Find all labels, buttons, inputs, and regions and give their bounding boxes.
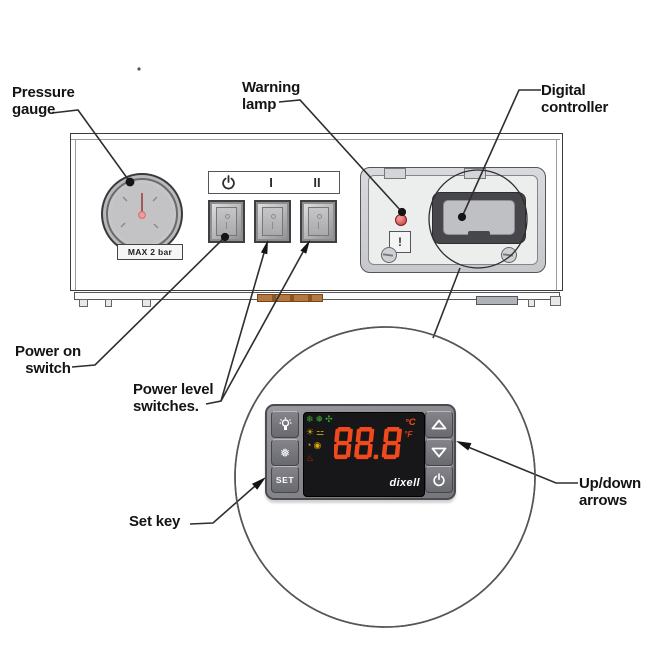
clock-icon: ◔ [306, 440, 312, 450]
defrost-icon: ☀ [306, 427, 315, 437]
panel-foot [528, 299, 535, 307]
panel-foot [105, 299, 112, 307]
up-down-leader [467, 446, 578, 484]
frost-snowflake-icon: ❅ [315, 414, 324, 424]
controller-power-button[interactable] [425, 466, 453, 493]
light-button[interactable] [271, 411, 299, 438]
power-symbol [217, 172, 239, 193]
power-level-1-switch[interactable] [254, 200, 291, 243]
pressure-gauge [101, 173, 183, 255]
up-arrow-icon [431, 419, 447, 430]
level-2-symbol: II [313, 175, 321, 190]
compressor-snowflake-icon: ❄ [306, 414, 314, 424]
warning-symbol-box: ! [389, 231, 411, 253]
level-1-symbol: I [269, 175, 273, 190]
bottom-fitting [476, 296, 518, 305]
panel-foot [79, 299, 88, 307]
power-icon [221, 175, 235, 190]
up-arrow-button[interactable] [425, 411, 453, 438]
panel-right-inner-edge [556, 140, 557, 290]
power-on-switch[interactable] [208, 200, 245, 243]
module-screw [381, 247, 397, 263]
set-key-leader [189, 485, 256, 525]
defrost-snowflake-icon: ❅ [279, 445, 291, 460]
switch-rocker[interactable] [216, 207, 237, 236]
bottom-connector [257, 294, 323, 302]
energy-saving-icon: ⚍ [316, 427, 325, 437]
panel-left-inner-edge [75, 140, 76, 290]
power-level-2-switch[interactable] [300, 200, 337, 243]
module-hinge [384, 168, 406, 179]
set-key-label: Set key [129, 513, 181, 530]
seven-segment-display [334, 427, 402, 460]
dixell-logo: dixell [389, 477, 420, 489]
down-arrow-icon [431, 447, 447, 458]
set-button-label: SET [275, 474, 295, 485]
switch-rocker[interactable] [308, 207, 329, 236]
arrowhead-up-down [456, 441, 472, 451]
switch-rocker[interactable] [262, 207, 283, 236]
gauge-needle-graphic [120, 193, 159, 229]
warning-lamp [395, 214, 407, 226]
digital-controller-notch [468, 231, 490, 240]
power-icon [433, 472, 445, 486]
set-button[interactable]: SET [271, 466, 299, 493]
switch-symbol-strip: I II [208, 171, 340, 194]
module-screw [501, 247, 517, 263]
down-arrow-button[interactable] [425, 439, 453, 466]
celsius-unit: °C [405, 417, 416, 428]
module-hinge [464, 168, 486, 179]
panel-foot [142, 299, 151, 307]
heat-icon: ♨ [306, 453, 315, 463]
arrowhead-set-key [252, 477, 266, 490]
defrost-button[interactable]: ❅ [271, 439, 299, 466]
digital-controller-front [443, 200, 515, 235]
alarm-icon: ◉ [313, 440, 322, 450]
fahrenheit-unit: °F [404, 429, 413, 439]
panel-top-inner-edge [71, 139, 560, 140]
panel-foot [550, 296, 561, 306]
gauge-max-rating-label: MAX 2 bar [117, 244, 183, 260]
stray-mark [137, 67, 141, 71]
fan-icon: ✣ [325, 414, 333, 424]
light-bulb-icon [279, 417, 291, 430]
